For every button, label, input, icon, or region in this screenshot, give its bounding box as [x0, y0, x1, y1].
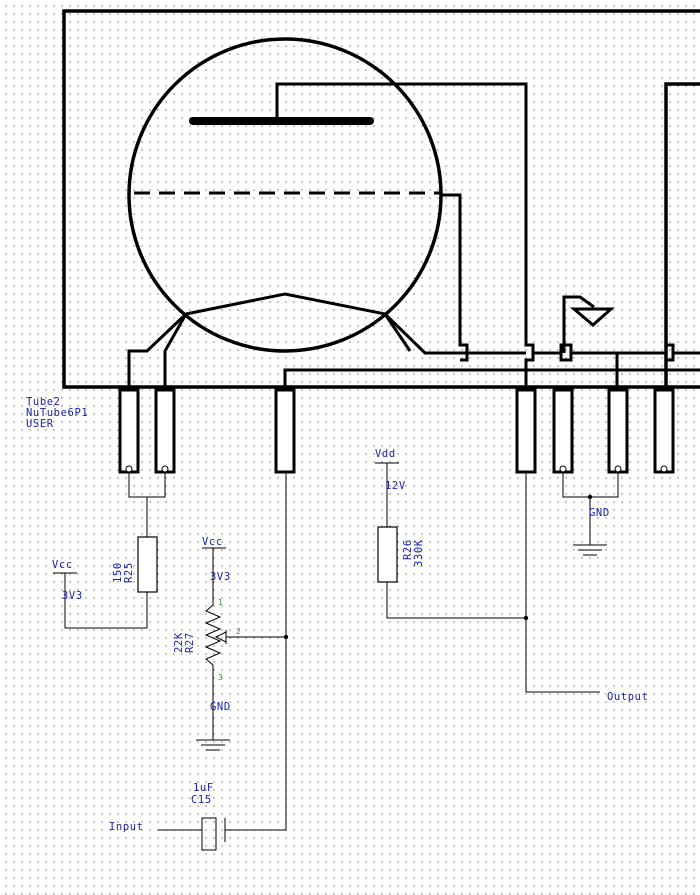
pin-end-marker — [125, 465, 133, 473]
vcc-pot-label: Vcc — [202, 536, 223, 548]
vdd-label: Vdd — [375, 448, 396, 460]
internal-gnd-arrow-icon — [569, 307, 615, 327]
r27-value: 22K — [173, 632, 185, 653]
filament-lead-right — [383, 312, 460, 355]
tube-filament — [185, 292, 386, 316]
r25-resistor[interactable] — [137, 536, 158, 593]
c15-capacitor[interactable] — [215, 818, 226, 842]
vcc-left-label: Vcc — [52, 559, 73, 571]
tube2-body-outline — [62, 9, 700, 389]
tube-pin-7[interactable] — [653, 388, 675, 474]
gnd-right-label: GND — [589, 507, 610, 519]
gnd-pin-wire — [562, 472, 619, 498]
tube-pin-6[interactable] — [607, 388, 629, 474]
output-label[interactable]: Output — [607, 691, 649, 703]
pin-end-marker — [559, 465, 567, 473]
filament-lead-right-2 — [383, 313, 412, 352]
tube-pin-2[interactable] — [154, 388, 176, 474]
r27-pin1-number: 1 — [218, 598, 223, 607]
tube-pin-5[interactable] — [552, 388, 574, 474]
crossover-jog — [559, 343, 573, 362]
grid-lead — [440, 193, 469, 362]
plate-lead — [275, 82, 535, 470]
pot-wiper-arrow — [214, 631, 227, 643]
r26-value: 330K — [413, 539, 425, 567]
filament-supply[interactable]: Vcc 3V3 150 R25 — [52, 472, 166, 629]
r26-to-plate-wire — [386, 582, 526, 619]
r25-to-vcc-wire — [64, 573, 148, 629]
wiper-wire — [225, 630, 286, 644]
c15-value: 1uF — [193, 782, 214, 794]
c15-body — [201, 817, 217, 851]
grid-junction — [283, 634, 289, 640]
r27-resistor-zigzag[interactable] — [204, 604, 222, 666]
r25-value: 150 — [112, 562, 124, 583]
tube-pin-1[interactable] — [118, 388, 140, 474]
pin-end-marker — [660, 465, 668, 473]
r26-designator: R26 — [402, 539, 414, 560]
filament-pin-wire — [128, 472, 166, 498]
tube-part-number: NuTube6P1 — [26, 407, 88, 419]
tube-section-edge — [664, 82, 700, 387]
r26-resistor[interactable] — [377, 526, 398, 583]
r27-designator: R27 — [184, 632, 196, 653]
c15-designator: C15 — [191, 794, 212, 806]
gnd-pot-label: GND — [210, 701, 231, 713]
plate-load[interactable]: Vdd 12V R26 330K Output — [375, 448, 649, 703]
cathode-bus — [283, 368, 700, 387]
tube2-symbol[interactable]: Tube2 NuTube6P1 USER — [26, 9, 700, 474]
input-label[interactable]: Input — [109, 821, 144, 833]
r27-pin3-number: 3 — [218, 673, 223, 682]
tube-pin-plate[interactable] — [515, 388, 537, 474]
r25-designator: R25 — [123, 562, 135, 583]
internal-gnd-lead — [562, 295, 595, 353]
tube-pin-grid[interactable] — [274, 388, 296, 474]
vdd-voltage: 12V — [385, 480, 406, 492]
plate-junction — [523, 615, 529, 621]
vcc-pot-voltage: 3V3 — [210, 571, 231, 583]
right-ground[interactable]: GND — [562, 472, 619, 556]
gnd-pot-icon — [196, 739, 230, 751]
grid-wire — [225, 472, 287, 831]
gnd-right-icon — [573, 544, 607, 556]
bias-potentiometer[interactable]: Vcc 3V3 GND 22K R27 1 2 3 — [173, 536, 286, 751]
tube-designator: Tube2 — [26, 396, 61, 408]
tube-library: USER — [26, 418, 54, 430]
r27-pin2-number: 2 — [236, 627, 241, 636]
input-network[interactable]: 1uF C15 Input — [109, 472, 289, 851]
pin-end-marker — [161, 465, 169, 473]
output-wire — [525, 472, 600, 693]
bus-jogs — [615, 343, 675, 387]
tube-envelope — [127, 37, 443, 353]
pin-end-marker — [614, 465, 622, 473]
vcc-left-voltage: 3V3 — [62, 590, 83, 602]
